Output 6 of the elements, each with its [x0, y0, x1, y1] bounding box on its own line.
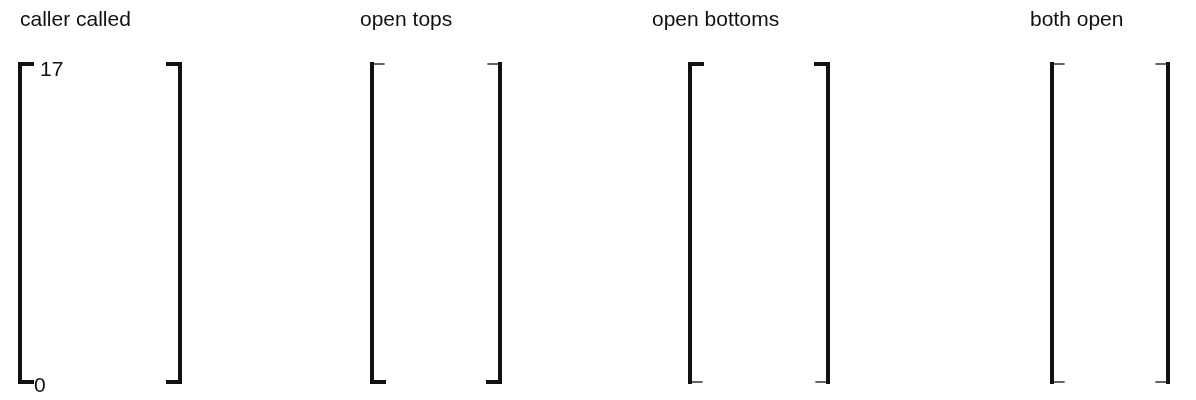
address-label: 0: [34, 374, 46, 395]
column-heading: open tops: [360, 8, 453, 29]
address-label: 17: [40, 58, 64, 79]
column-heading: open bottoms: [652, 8, 780, 29]
column-heading: caller called: [20, 8, 131, 29]
column-heading: both open: [1030, 8, 1124, 29]
